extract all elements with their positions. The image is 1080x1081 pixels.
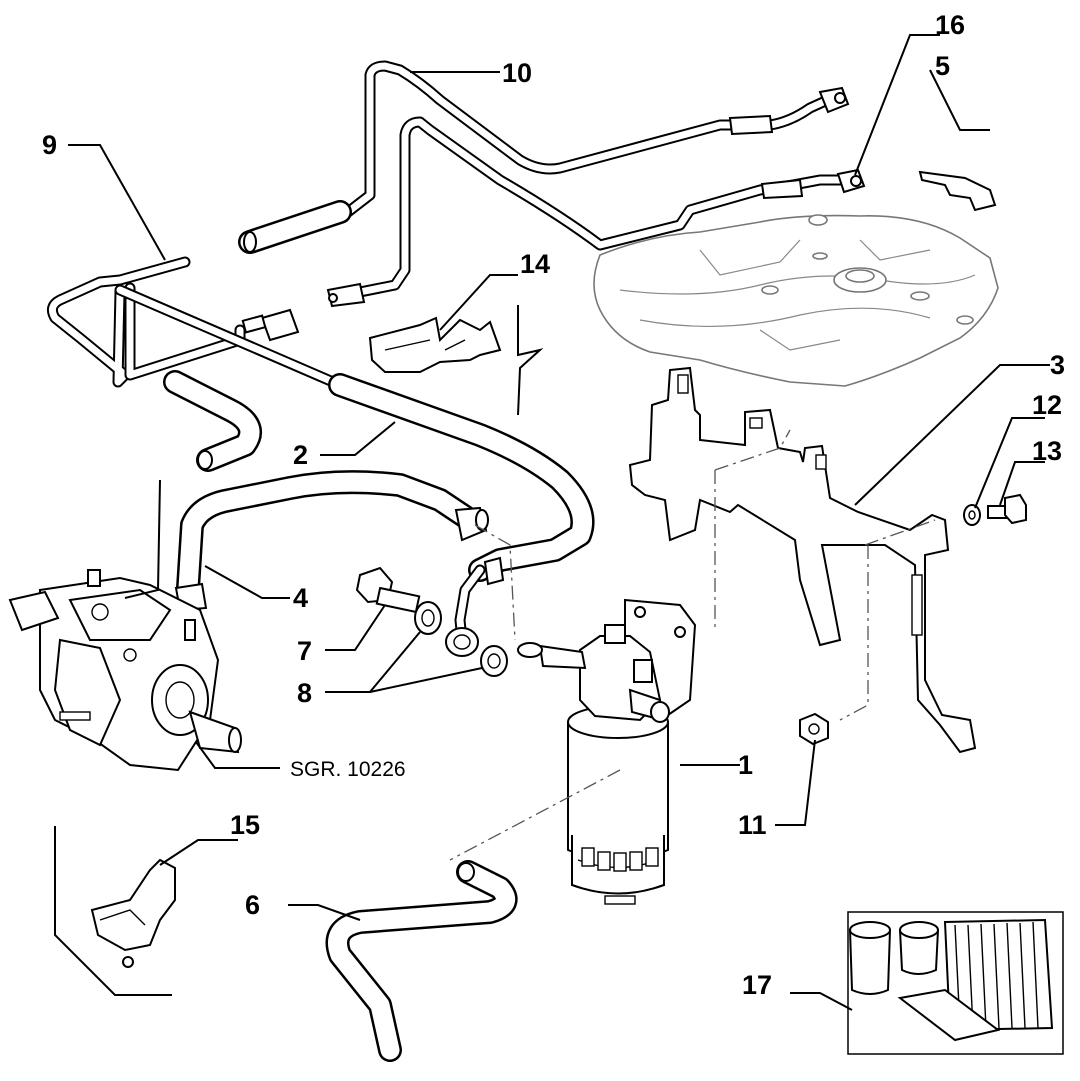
clip-15 [90, 858, 176, 968]
mounting-bracket-3 [628, 366, 977, 754]
callout-3: 3 [1050, 350, 1065, 380]
fuel-pipe-2 [114, 284, 595, 657]
section-break-mark [54, 305, 544, 996]
callout-14: 14 [520, 249, 550, 279]
fuel-pipe-9 [46, 256, 262, 472]
clip-5 [918, 170, 997, 212]
fuel-filter-1 [517, 598, 697, 905]
filter-ribs [581, 847, 659, 872]
callout-1: 1 [738, 750, 753, 780]
callout-6: 6 [245, 890, 260, 920]
washer-12 [963, 504, 981, 526]
bolt-13 [987, 493, 1027, 525]
fuel-hose-4 [174, 470, 489, 612]
fuel-pipe-10 [238, 60, 866, 308]
callout-10: 10 [502, 58, 532, 88]
group-reference-label: SGR. 10226 [290, 758, 406, 781]
callout-15: 15 [230, 810, 260, 840]
callout-4: 4 [293, 583, 308, 613]
fuel-hose-6 [325, 860, 518, 1062]
callout-11: 11 [738, 810, 767, 840]
callout-7: 7 [297, 636, 312, 666]
callout-12: 12 [1032, 390, 1062, 420]
nut-11 [799, 712, 829, 746]
assembly-lines [449, 429, 936, 861]
filter-kit-17 [847, 911, 1064, 1055]
callout-17: 17 [742, 970, 772, 1000]
callout-16: 16 [935, 10, 965, 40]
callout-8: 8 [297, 678, 312, 708]
sealing-washers-8 [414, 601, 508, 677]
callout-13: 13 [1032, 436, 1062, 466]
callout-5: 5 [935, 51, 950, 81]
callout-9: 9 [42, 130, 57, 160]
clip-14 [368, 316, 502, 373]
leader-lines [68, 34, 1050, 1011]
banjo-bolt-7 [355, 566, 421, 614]
high-pressure-pump [8, 569, 242, 772]
fuel-tank [593, 214, 999, 387]
callout-2: 2 [293, 440, 308, 470]
